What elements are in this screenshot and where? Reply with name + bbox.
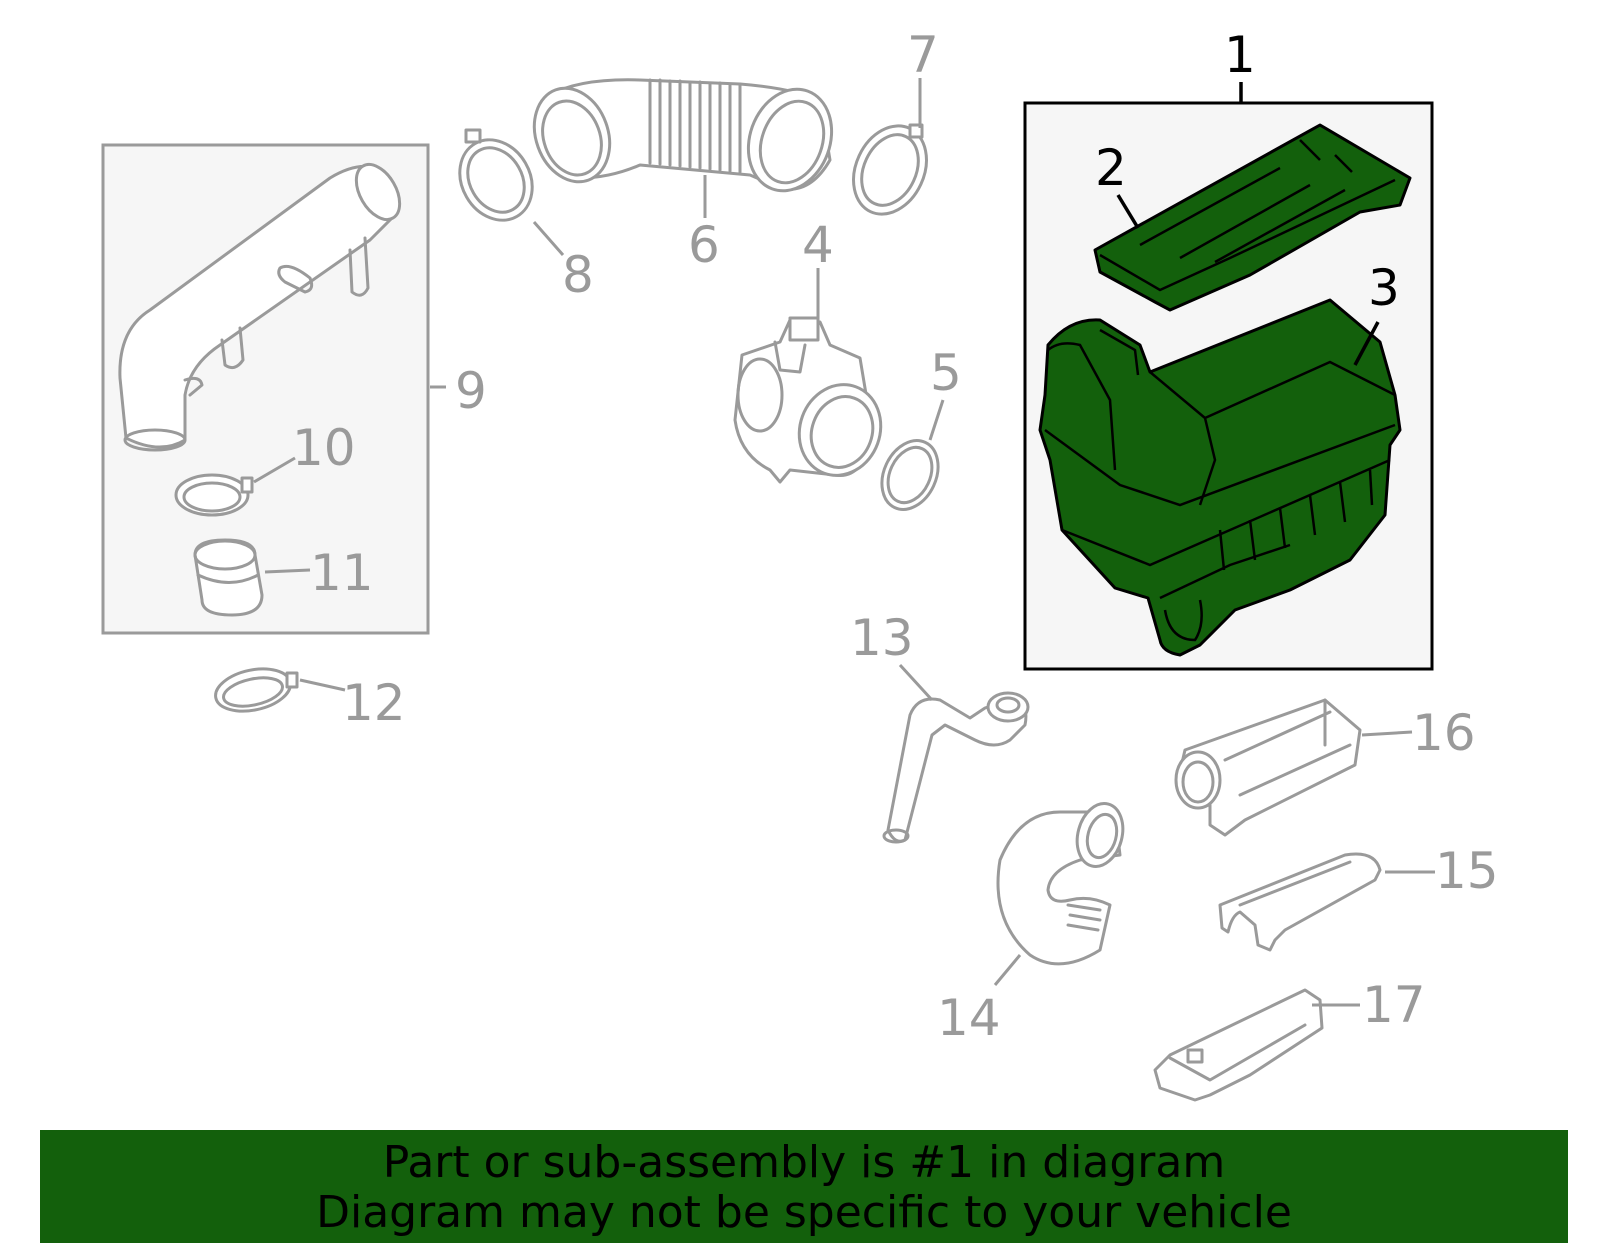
maf-sensor-4-part[interactable] [733,316,893,487]
breather-hose-13-part[interactable] [882,691,1030,844]
elbow-hose-14-part[interactable] [996,798,1130,966]
callout-6: 6 [688,216,720,274]
callout-10: 10 [292,419,356,477]
intake-duct-16-part[interactable] [1174,698,1362,837]
clamp-7-part[interactable] [840,114,941,226]
callout-15: 15 [1435,842,1499,900]
cover-15-part[interactable] [1218,852,1382,952]
callout-14: 14 [937,989,1001,1047]
bellows-hose-6-part[interactable] [522,77,846,202]
duct-17-part[interactable] [1153,988,1324,1102]
callout-3: 3 [1368,259,1400,317]
air-cleaner-housing-1-part[interactable] [1038,298,1402,657]
callout-9: 9 [455,362,487,420]
clamp-12-part[interactable] [212,663,299,718]
footer-banner: Part or sub-assembly is #1 in diagram Di… [40,1130,1568,1243]
callout-labels: 1 2 3 4 5 6 7 8 9 10 11 12 13 14 15 16 1… [292,26,1499,1047]
callout-2: 2 [1095,139,1127,197]
callout-17: 17 [1362,976,1426,1034]
callout-1: 1 [1224,26,1256,84]
intake-pipe-part[interactable] [118,157,409,452]
seal-5-part[interactable] [871,431,949,518]
callout-11: 11 [310,544,374,602]
footer-line-2: Diagram may not be specific to your vehi… [316,1187,1292,1238]
leader-lines [253,78,1435,1007]
callout-12: 12 [342,674,406,732]
callout-4: 4 [802,216,834,274]
callout-7: 7 [907,26,939,84]
air-cleaner-cover-2-part[interactable] [1093,123,1412,312]
callout-8: 8 [562,246,594,304]
footer-line-1: Part or sub-assembly is #1 in diagram [382,1137,1226,1188]
callout-13: 13 [850,609,914,667]
callout-16: 16 [1412,704,1476,762]
clamp-8-part[interactable] [446,127,547,234]
callout-5: 5 [930,344,962,402]
coupler-11-part[interactable] [193,538,264,617]
clamp-10-part[interactable] [174,473,254,517]
